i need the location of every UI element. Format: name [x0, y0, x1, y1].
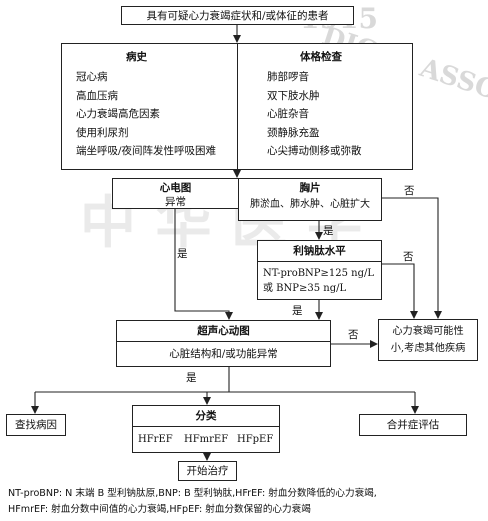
classify-type-hfref: HFrEF: [138, 434, 173, 445]
comorbidity-label: 合并症评估: [386, 419, 440, 431]
history-exam-divider: [237, 44, 238, 169]
treat-label: 开始治疗: [186, 465, 229, 477]
classify-divider: [133, 426, 279, 427]
exam-item: 双下肢水肿: [267, 89, 320, 102]
ecg-box: 心电图 异常: [112, 178, 239, 209]
exam-item: 心尖搏动侧移或弥散: [267, 145, 362, 157]
comorbidity-box: 合并症评估: [359, 414, 467, 436]
exam-item: 肺部啰音: [267, 71, 309, 83]
history-exam-box: 病史 冠心病 高血压病 心力衰竭高危因素 使用利尿剂 端坐呼吸/夜间阵发性呼吸困…: [61, 43, 413, 170]
classify-title: 分类: [195, 410, 217, 422]
find-cause-box: 查找病因: [6, 414, 66, 436]
find-cause-label: 查找病因: [15, 419, 57, 431]
unlikely-line-1: 心力衰竭可能性: [392, 326, 464, 337]
footnote-line-1: NT-proBNP: N 末端 B 型利钠肽原,BNP: B 型利钠肽,HFrE…: [8, 488, 377, 499]
start-node-label: 具有可疑心力衰竭症状和/或体征的患者: [146, 10, 329, 22]
classify-type-hfpef: HFpEF: [237, 434, 274, 445]
exam-list: 肺部啰音 双下肢水肿 心脏杂音 颈静脉充盈 心尖搏动侧移或弥散: [267, 68, 362, 161]
edge-label-natriuretic-no: 否: [403, 251, 414, 263]
natriuretic-divider: [258, 261, 381, 262]
history-item: 使用利尿剂: [76, 126, 129, 139]
footnote-line-2: HFmrEF: 射血分数中间值的心力衰竭,HFpEF: 射血分数保留的心力衰竭: [8, 504, 311, 515]
classify-type-hfmref: HFmrEF: [184, 434, 229, 445]
ecg-title: 心电图: [159, 182, 192, 194]
exam-item: 心脏杂音: [267, 108, 309, 120]
echo-divider: [117, 341, 330, 342]
natriuretic-box: 利钠肽水平 NT-proBNP≥125 ng/L 或 BNP≥35 ng/L: [257, 240, 382, 300]
unlikely-box: 心力衰竭可能性 小,考虑其他疾病: [378, 319, 478, 361]
edge-label-xray-yes: 是: [323, 225, 334, 237]
natriuretic-threshold-2: 或 BNP≥35 ng/L: [263, 283, 347, 294]
exam-item: 颈静脉充盈: [267, 126, 320, 139]
xray-box: 胸片 肺淤血、肺水肿、心脏扩大: [238, 178, 382, 221]
history-list: 冠心病 高血压病 心力衰竭高危因素 使用利尿剂 端坐呼吸/夜间阵发性呼吸困难: [76, 68, 216, 161]
start-node: 具有可疑心力衰竭症状和/或体征的患者: [121, 6, 354, 25]
echo-finding: 心脏结构和/或功能异常: [169, 348, 278, 360]
history-item: 端坐呼吸/夜间阵发性呼吸困难: [76, 145, 217, 157]
edge-label-ecg-yes: 是: [177, 248, 188, 260]
exam-title: 体格检查: [300, 51, 342, 63]
natriuretic-title: 利钠肽水平: [293, 245, 346, 257]
xray-finding: 肺淤血、肺水肿、心脏扩大: [250, 199, 370, 210]
ecg-finding: 异常: [165, 196, 186, 208]
edge-label-echo-yes: 是: [186, 372, 197, 384]
echo-box: 超声心动图 心脏结构和/或功能异常: [116, 320, 331, 367]
edge-label-natriuretic-yes: 是: [292, 305, 303, 317]
natriuretic-threshold-1: NT-proBNP≥125 ng/L: [263, 268, 375, 279]
treat-box: 开始治疗: [178, 461, 237, 481]
unlikely-line-2: 小,考虑其他疾病: [390, 343, 466, 354]
echo-title: 超声心动图: [197, 325, 250, 337]
edge-label-xray-no: 否: [404, 185, 415, 197]
classify-box: 分类 HFrEF HFmrEF HFpEF: [132, 405, 280, 453]
history-item: 高血压病: [76, 89, 118, 102]
history-item: 心力衰竭高危因素: [76, 108, 160, 120]
xray-title: 胸片: [299, 182, 321, 194]
history-title: 病史: [126, 51, 147, 63]
edge-label-echo-no: 否: [348, 329, 359, 341]
history-item: 冠心病: [76, 71, 108, 83]
